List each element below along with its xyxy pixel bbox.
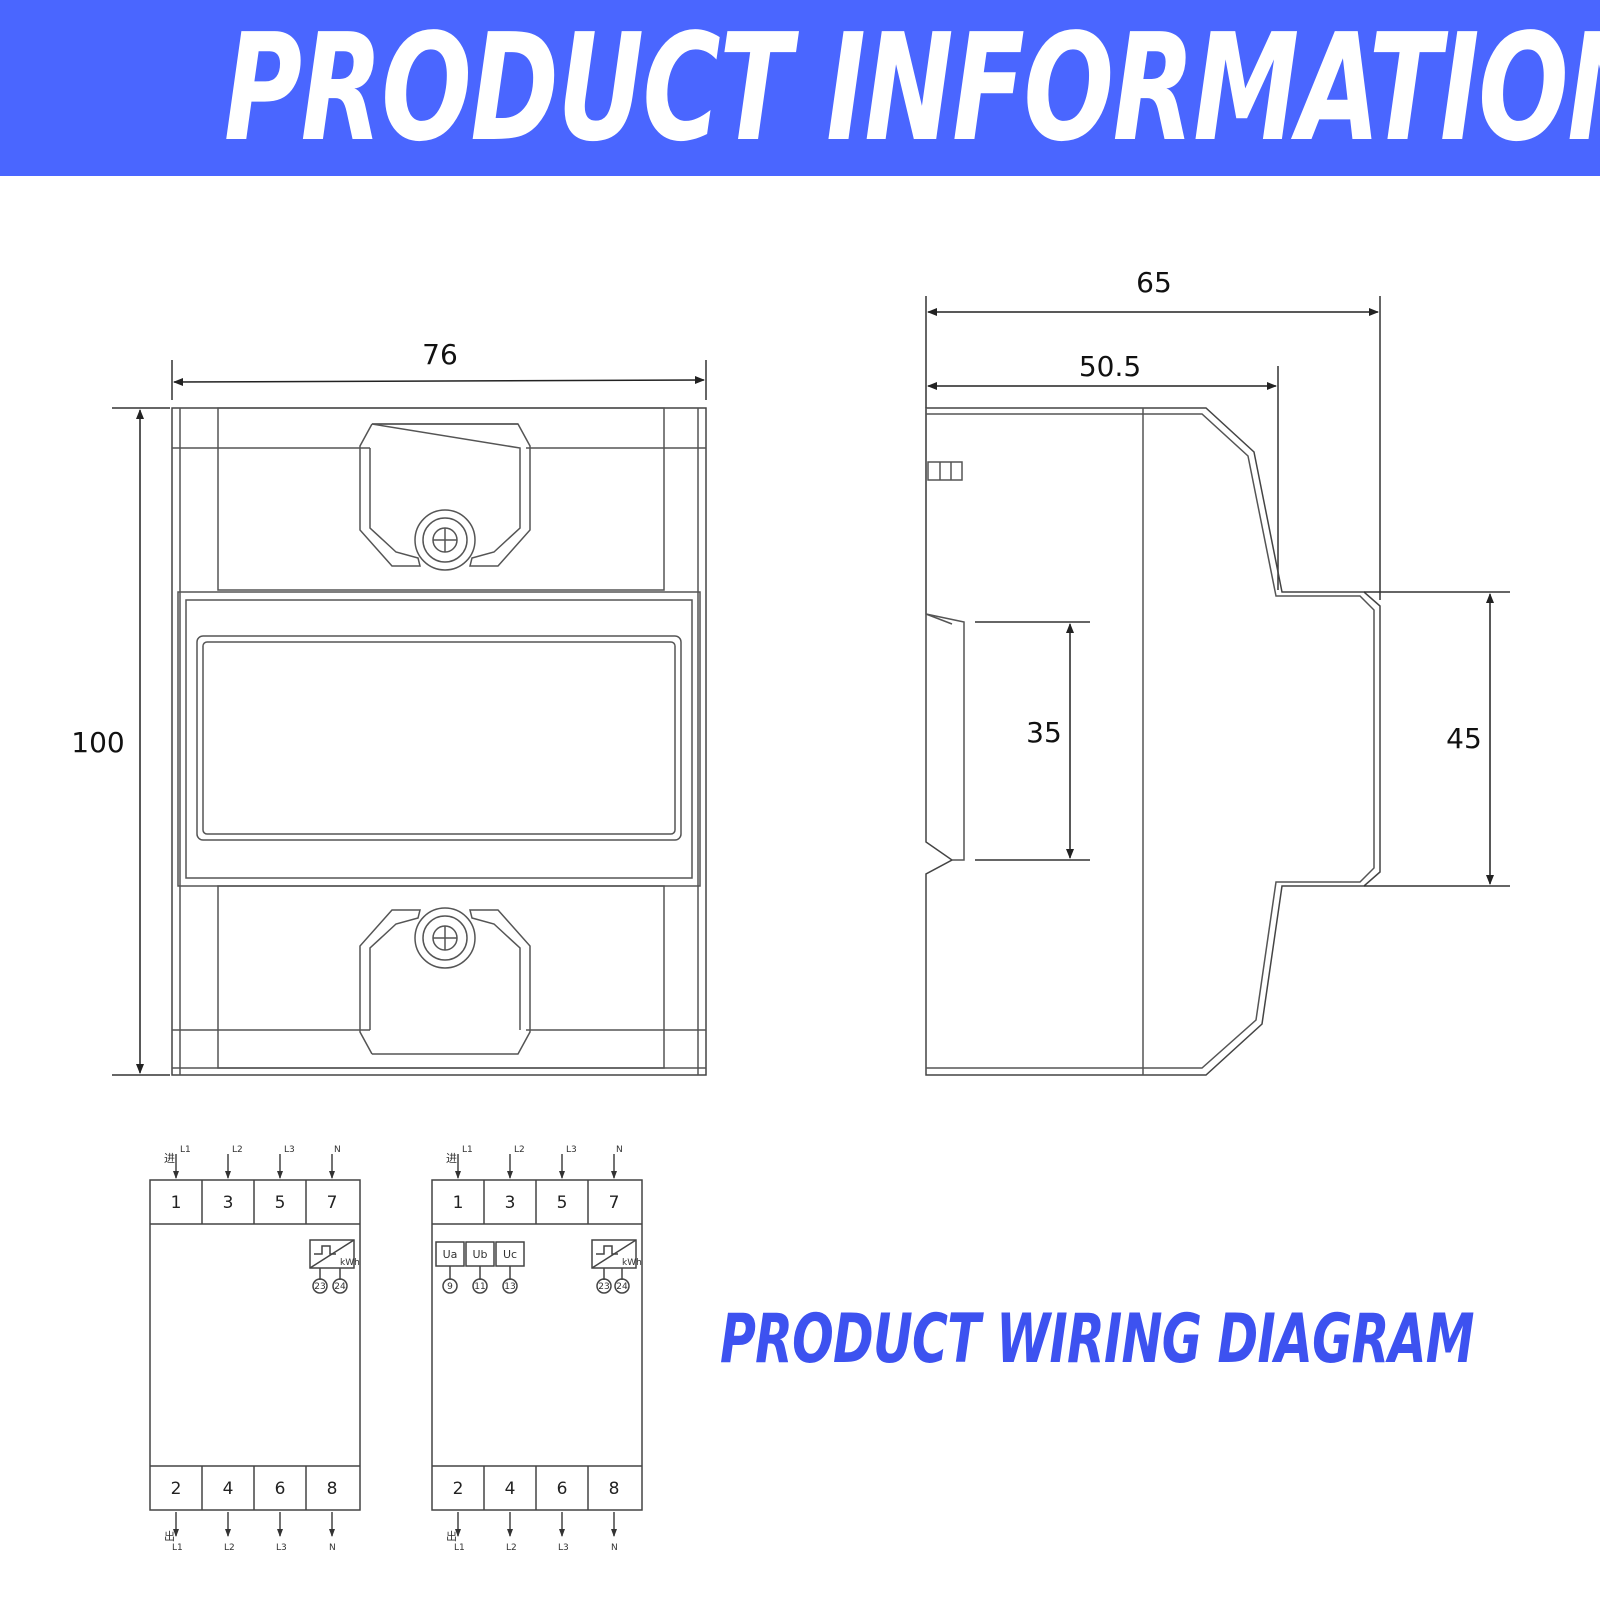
diagram-label: 13 bbox=[504, 1282, 515, 1292]
diagram-label: L3 bbox=[558, 1543, 569, 1553]
diagram-label: 3 bbox=[223, 1193, 234, 1213]
diagram-label: 进 bbox=[446, 1152, 457, 1165]
diagram-label: L3 bbox=[284, 1145, 295, 1155]
pulse-output-symbol-1 bbox=[309, 1239, 355, 1269]
bottom-screw bbox=[414, 907, 476, 969]
diagram-label: 7 bbox=[609, 1193, 620, 1213]
diagram-label: L1 bbox=[172, 1543, 183, 1553]
diagram-label: 8 bbox=[609, 1479, 620, 1499]
diagram-label: 23 bbox=[598, 1282, 609, 1292]
diagram-label: L1 bbox=[454, 1543, 465, 1553]
depth-label: 65 bbox=[1136, 266, 1172, 299]
diagram-label: 5 bbox=[557, 1193, 568, 1213]
diagram-label: 4 bbox=[223, 1479, 234, 1499]
width-dimension-line bbox=[173, 376, 705, 386]
diagram-label: N bbox=[329, 1543, 336, 1553]
top-screw bbox=[414, 509, 476, 571]
diagram-label: L3 bbox=[566, 1145, 577, 1155]
diagram-label: kWh bbox=[622, 1258, 642, 1268]
diagram-label: 24 bbox=[616, 1282, 628, 1292]
diagram-label: 1 bbox=[453, 1193, 464, 1213]
diagram-label: 7 bbox=[327, 1193, 338, 1213]
diagram-label: Ua bbox=[443, 1248, 458, 1261]
inner-depth-label: 50.5 bbox=[1079, 350, 1141, 383]
diagram-label: N bbox=[611, 1543, 618, 1553]
diagram-label: 8 bbox=[327, 1479, 338, 1499]
diagram-label: L2 bbox=[514, 1145, 525, 1155]
diagram-label: 进 bbox=[164, 1152, 175, 1165]
front-height-label: 45 bbox=[1446, 722, 1482, 755]
height-label: 100 bbox=[71, 726, 124, 759]
meter-housing bbox=[171, 407, 707, 1076]
diagram-label: L2 bbox=[232, 1145, 243, 1155]
rail-label: 35 bbox=[1026, 716, 1062, 749]
diagram-label: 23 bbox=[314, 1282, 325, 1292]
wiring-diagram-2: 进 出 L1 L2 L3 N L1 L2 L3 N 1 3 5 7 2 4 6 … bbox=[431, 1145, 643, 1553]
side-view bbox=[925, 296, 1510, 1076]
wiring-diagram-1: 进 出 L1 L2 L3 N L1 L2 L3 N 1 3 5 7 2 4 6 … bbox=[149, 1145, 361, 1553]
width-label: 76 bbox=[422, 338, 458, 371]
diagram-label: Ub bbox=[472, 1248, 487, 1261]
diagram-label: L2 bbox=[506, 1543, 517, 1553]
diagram-label: 6 bbox=[275, 1479, 286, 1499]
diagram-label: N bbox=[334, 1145, 341, 1155]
wiring-diagram-title: PRODUCT WIRING DIAGRAM bbox=[720, 1300, 1474, 1379]
diagram-label: 2 bbox=[453, 1479, 464, 1499]
diagram-label: 4 bbox=[505, 1479, 516, 1499]
front-view bbox=[112, 360, 707, 1076]
diagram-label: 24 bbox=[334, 1282, 346, 1292]
side-profile bbox=[925, 407, 1381, 1076]
diagram-label: 3 bbox=[505, 1193, 516, 1213]
diagram-label: 9 bbox=[447, 1282, 453, 1292]
diagram-label: Uc bbox=[503, 1248, 517, 1261]
diagram-label: 2 bbox=[171, 1479, 182, 1499]
diagram-label: L1 bbox=[180, 1145, 191, 1155]
display-window bbox=[196, 635, 682, 841]
diagram-label: 5 bbox=[275, 1193, 286, 1213]
diagram-label: L2 bbox=[224, 1543, 235, 1553]
diagram-label: L3 bbox=[276, 1543, 287, 1553]
diagram-label: 出 bbox=[446, 1529, 457, 1543]
diagram-label: kWh bbox=[340, 1258, 360, 1268]
header-banner: PRODUCT INFORMATION bbox=[0, 0, 1600, 176]
diagram-label: 出 bbox=[164, 1529, 175, 1543]
diagram-label: L1 bbox=[462, 1145, 473, 1155]
diagram-label: 6 bbox=[557, 1479, 568, 1499]
pulse-output-symbol-2 bbox=[591, 1239, 637, 1269]
page-title: PRODUCT INFORMATION bbox=[224, 2, 1600, 174]
diagram-label: 1 bbox=[171, 1193, 182, 1213]
diagram-label: N bbox=[616, 1145, 623, 1155]
diagram-label: 11 bbox=[474, 1282, 485, 1292]
